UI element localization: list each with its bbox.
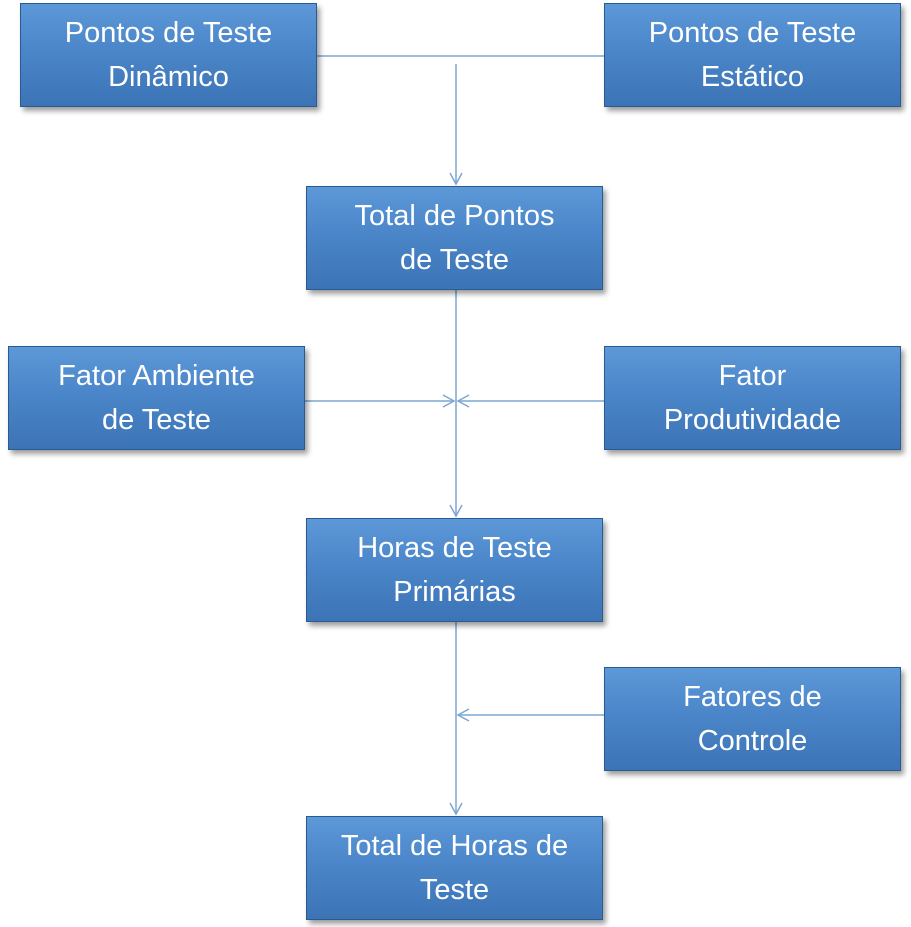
total-test-points-line1: Total de Pontos — [354, 200, 555, 232]
total-test-points-line2: de Teste — [399, 244, 510, 276]
control-factors-line2: Controle — [697, 725, 808, 757]
control-factors-line1: Fatores de — [683, 681, 822, 713]
dynamic-test-points-line2: Dinâmico — [108, 61, 229, 93]
dynamic-test-points-box: Pontos de Teste Dinâmico — [20, 3, 317, 107]
primary-test-hours-line1: Horas de Teste — [357, 532, 552, 564]
primary-test-hours-line2: Primárias — [393, 576, 516, 608]
productivity-factor-line2: Produtividade — [663, 404, 842, 436]
static-test-points-line1: Pontos de Teste — [648, 17, 857, 49]
total-test-points-box: Total de Pontos de Teste — [306, 186, 603, 290]
primary-test-hours-box: Horas de Teste Primárias — [306, 518, 603, 622]
total-test-hours-box: Total de Horas de Teste — [306, 816, 603, 920]
dynamic-test-points-line1: Pontos de Teste — [64, 17, 273, 49]
static-test-points-box: Pontos de Teste Estático — [604, 3, 901, 107]
static-test-points-line2: Estático — [700, 61, 805, 93]
productivity-factor-box: Fator Produtividade — [604, 346, 901, 450]
test-environment-factor-line2: de Teste — [101, 404, 212, 436]
total-test-hours-line2: Teste — [419, 874, 490, 906]
test-environment-factor-box: Fator Ambiente de Teste — [8, 346, 305, 450]
control-factors-box: Fatores de Controle — [604, 667, 901, 771]
productivity-factor-line1: Fator — [718, 360, 787, 392]
total-test-hours-line1: Total de Horas de — [340, 830, 569, 862]
test-environment-factor-line1: Fator Ambiente — [58, 360, 255, 392]
